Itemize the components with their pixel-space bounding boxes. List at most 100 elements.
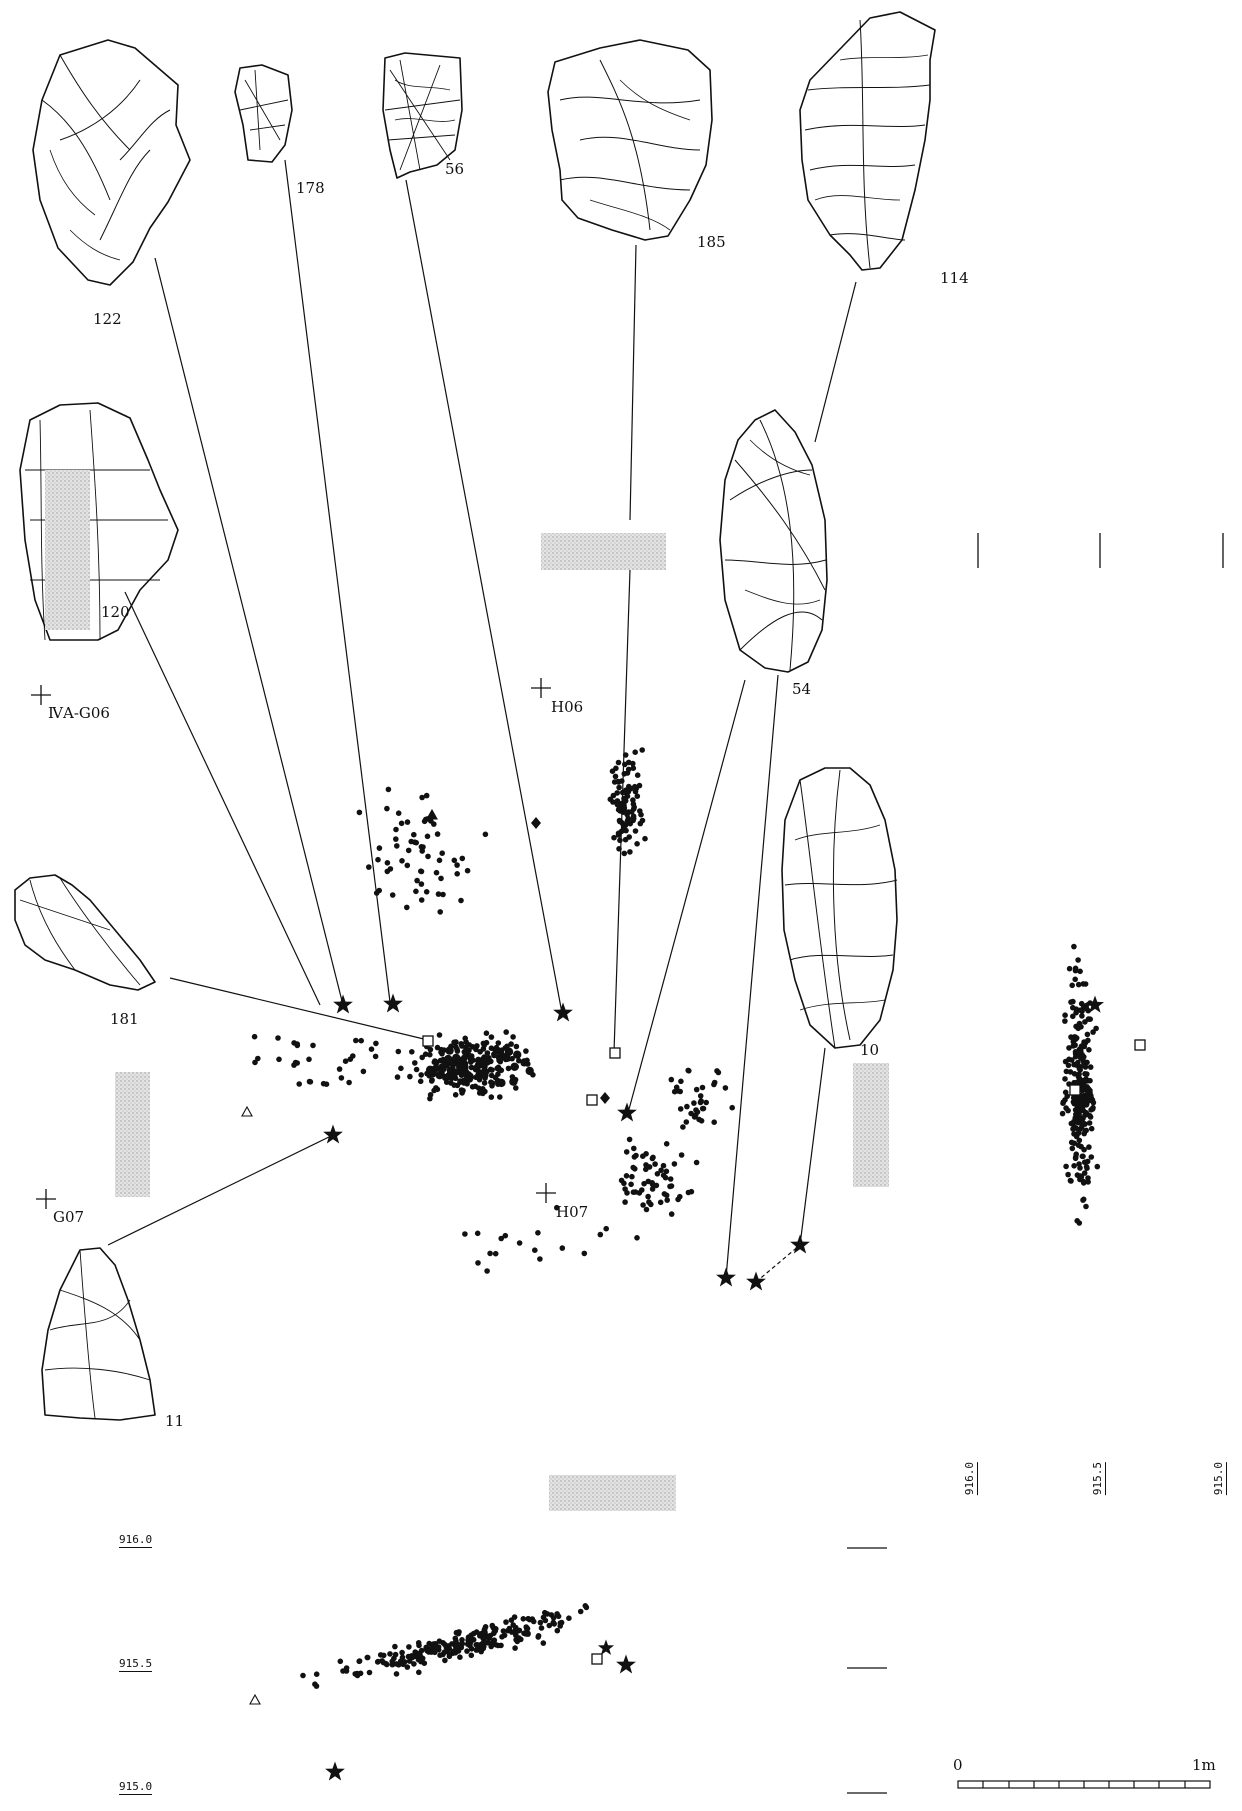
artifact-point: [434, 1645, 441, 1651]
artifact-point: [475, 1260, 481, 1266]
artifact-point: [630, 765, 637, 771]
star-marker: [323, 1124, 343, 1144]
artifact-point: [623, 1149, 630, 1155]
artifact-point: [1070, 1036, 1077, 1043]
artifact-point: [376, 887, 383, 894]
artifact-point: [715, 1069, 722, 1076]
artifact-point: [492, 1046, 501, 1055]
artifact-point: [1086, 1120, 1093, 1126]
artifact-point: [411, 831, 417, 838]
artifact-label-185: 185: [697, 233, 726, 251]
scale-label-one-meter: 1m: [1192, 1756, 1216, 1774]
artifact-point: [503, 1619, 509, 1625]
artifact-point: [1070, 1004, 1076, 1011]
artifact-point: [1063, 1068, 1070, 1075]
artifact-point: [1065, 1107, 1071, 1114]
square-marker: [1069, 1084, 1081, 1096]
grid-cross-h07: [536, 1183, 556, 1203]
artifact-point: [419, 794, 425, 801]
artifact-point: [481, 1634, 488, 1641]
artifact-point: [711, 1079, 718, 1086]
artifact-point: [437, 909, 444, 915]
artifact-point: [445, 1046, 454, 1055]
artifact-point: [482, 831, 489, 838]
artifact-point: [577, 1608, 584, 1615]
artifact-point: [630, 760, 636, 767]
star-marker: [617, 1102, 637, 1122]
section-marker-top: [541, 533, 666, 570]
elevation-label-915-5: 915.5: [119, 1657, 153, 1672]
artifact-point: [649, 1186, 656, 1192]
artifact-10-drawing: [781, 767, 898, 1049]
artifact-point: [481, 1080, 488, 1086]
artifact-point: [413, 1066, 420, 1073]
artifact-label-10: 10: [860, 1041, 880, 1059]
artifact-point: [621, 805, 628, 811]
artifact-point: [631, 1154, 638, 1160]
artifact-point: [488, 1034, 495, 1040]
artifact-point: [663, 1192, 670, 1199]
star-marker: [716, 1267, 736, 1287]
artifact-point: [462, 1231, 468, 1237]
artifact-point: [582, 1603, 589, 1609]
artifact-point: [630, 813, 637, 819]
diamond-marker: [531, 817, 541, 829]
artifact-point: [1085, 1175, 1091, 1181]
artifact-point: [354, 1672, 361, 1679]
star-marker: [383, 993, 403, 1013]
artifact-point: [668, 1076, 675, 1083]
artifact-point: [684, 1103, 690, 1110]
artifact-point: [632, 828, 639, 834]
artifact-point: [340, 1668, 346, 1674]
artifact-point: [621, 1180, 627, 1187]
square-marker: [422, 1035, 434, 1047]
artifact-point: [664, 1197, 670, 1203]
artifact-point: [489, 1622, 496, 1629]
artifact-point: [617, 837, 623, 844]
artifact-point: [425, 853, 431, 860]
artifact-point: [451, 1039, 457, 1046]
artifact-point: [513, 1085, 519, 1091]
artifact-point: [486, 1633, 492, 1640]
artifact-point: [622, 797, 629, 804]
elevation-label-right-915-5: 915.5: [1091, 1462, 1106, 1496]
artifact-point: [616, 803, 622, 809]
artifact-point: [505, 1065, 512, 1072]
artifact-point: [555, 1613, 562, 1620]
grid-label-g07: G07: [53, 1208, 85, 1226]
artifact-point: [1082, 1128, 1088, 1134]
artifact-point: [405, 847, 412, 854]
square-marker: [586, 1094, 598, 1106]
artifact-point: [1076, 1065, 1083, 1072]
artifact-point: [671, 1088, 678, 1095]
star-marker: [616, 1654, 636, 1674]
artifact-point: [437, 1652, 443, 1658]
artifact-point: [1069, 1145, 1076, 1152]
artifact-point: [384, 1661, 390, 1668]
artifact-point: [488, 1072, 495, 1079]
artifact-point: [648, 1201, 654, 1208]
artifact-point: [643, 1206, 650, 1213]
artifact-point: [645, 1193, 651, 1200]
artifact-point: [252, 1059, 258, 1066]
artifact-point: [415, 1640, 422, 1646]
artifact-point: [418, 868, 425, 875]
artifact-point: [634, 841, 640, 847]
artifact-point: [393, 1671, 400, 1677]
star-marker: [553, 1002, 573, 1022]
elevation-label-915: 915.0: [119, 1780, 153, 1795]
star-marker: [333, 994, 353, 1014]
grid-label-h06: H06: [551, 698, 584, 716]
artifact-point: [411, 839, 418, 845]
section-markers: [115, 533, 889, 1511]
star-marker: [325, 1761, 345, 1781]
artifact-point: [409, 1049, 415, 1055]
artifact-point: [1082, 1071, 1088, 1077]
artifact-point: [300, 1672, 306, 1679]
artifact-point: [440, 891, 446, 898]
artifact-point: [671, 1161, 678, 1167]
artifact-point: [483, 1030, 490, 1036]
artifact-point: [366, 864, 372, 870]
artifact-point: [697, 1099, 704, 1106]
artifact-point: [320, 1080, 327, 1087]
